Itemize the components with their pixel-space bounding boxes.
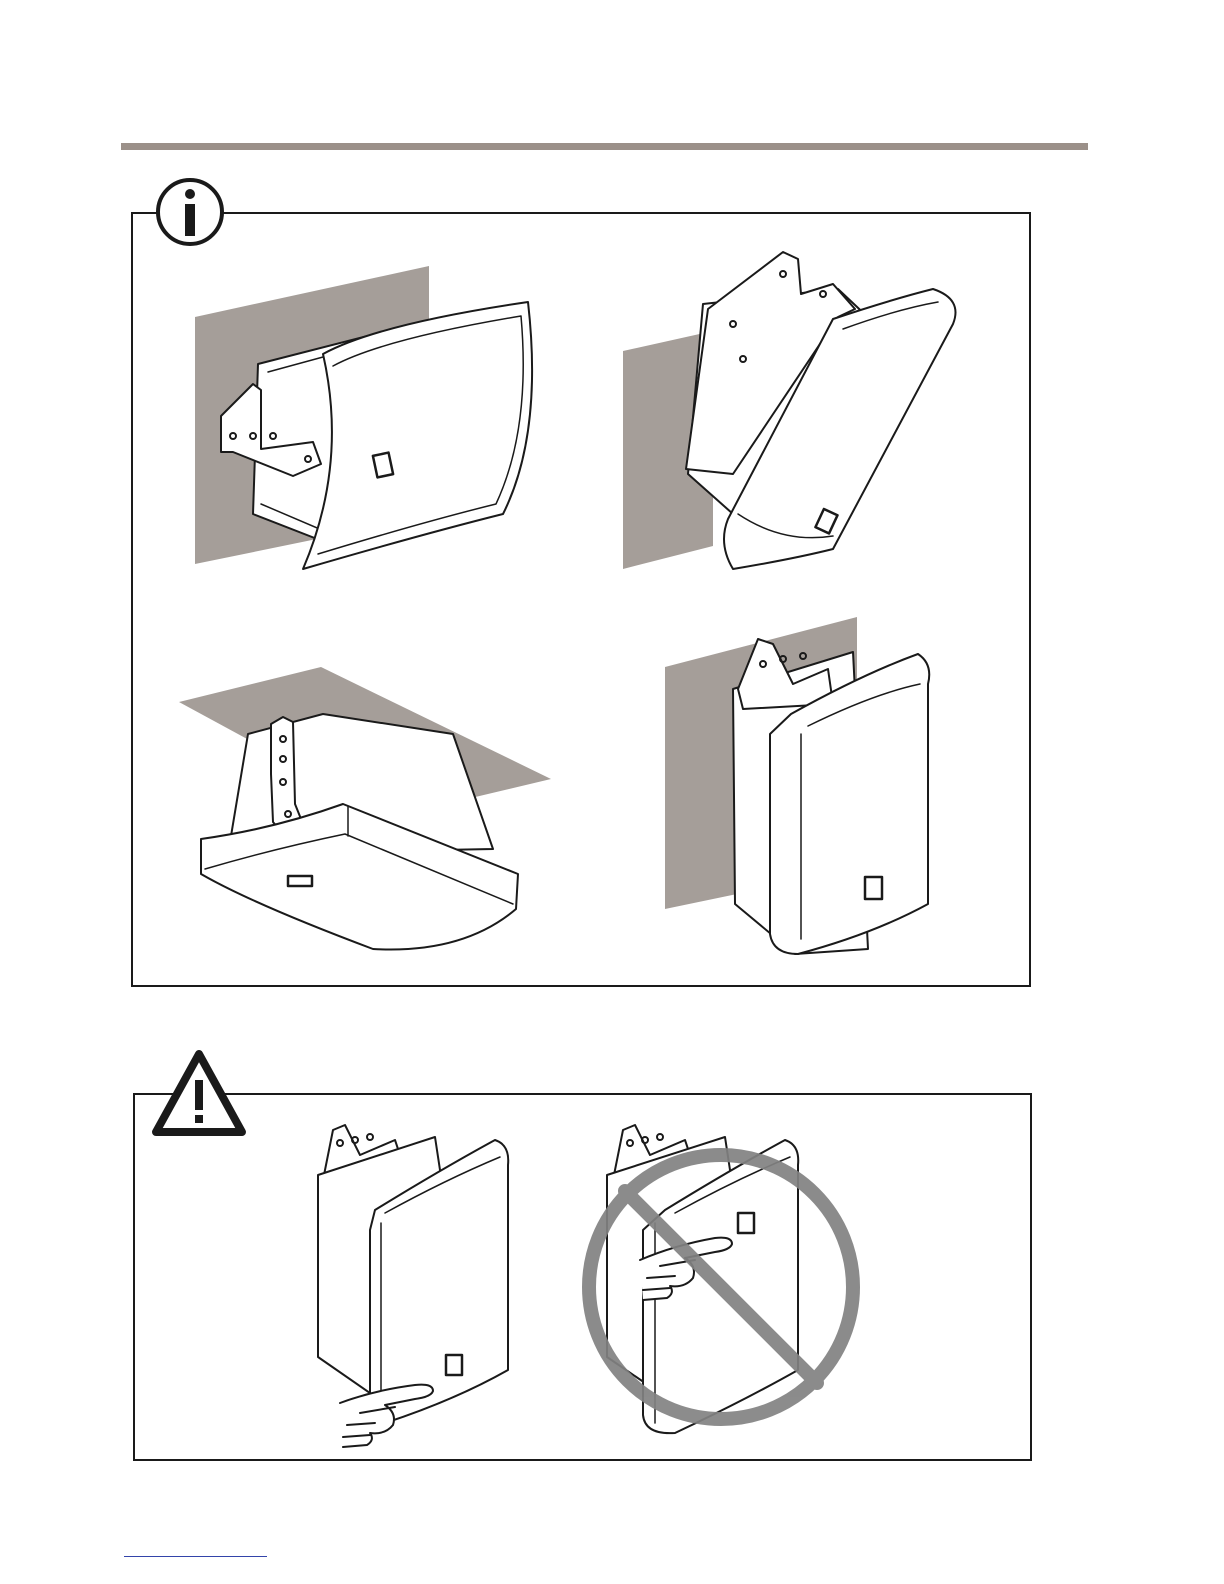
figure-wall-mount-horizontal [195,266,532,569]
caution-panel [133,1093,1032,1461]
figure-prohibited-touch-point [589,1125,853,1433]
mounting-illustrations [133,214,1033,989]
figure-wall-mount-vertical [665,617,929,954]
handling-illustrations [135,1095,1034,1463]
figure-wall-mount-tilted [623,252,956,569]
warning-triangle-icon [150,1048,248,1142]
pointing-hand-icon [340,1385,433,1447]
footer-rule [124,1556,267,1557]
figure-correct-touch-point [318,1125,508,1447]
header-rule [121,143,1088,150]
info-panel [131,212,1031,987]
figure-ceiling-mount [179,667,551,950]
info-icon [150,178,230,258]
